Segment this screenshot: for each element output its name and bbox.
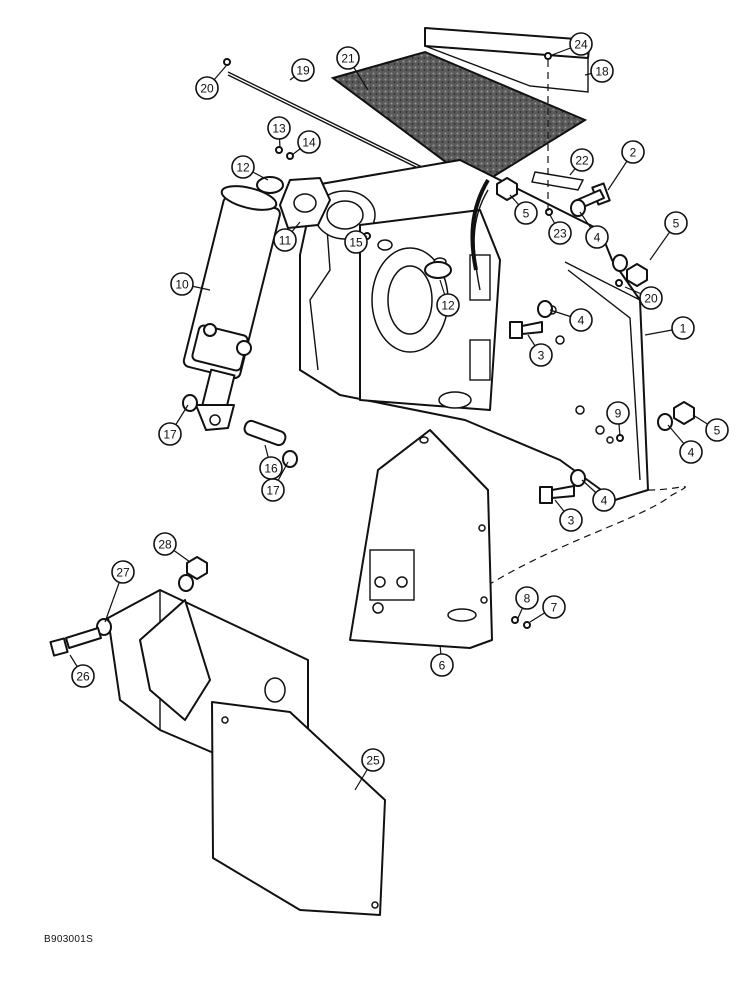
bushing-12 xyxy=(256,176,452,279)
main-frame xyxy=(299,159,649,501)
callout-circle xyxy=(170,272,194,296)
callout-circle xyxy=(430,653,454,677)
callout-number: 19 xyxy=(296,64,310,78)
strip-22 xyxy=(531,171,585,191)
callout-number: 9 xyxy=(615,407,622,421)
pin-16 xyxy=(243,419,287,447)
callout-circle xyxy=(548,221,572,245)
callout-number: 12 xyxy=(236,161,250,175)
callout-circle xyxy=(111,560,135,584)
callout-number: 4 xyxy=(594,231,601,245)
callout-circle xyxy=(559,508,583,532)
guard-plate xyxy=(211,701,386,916)
callout-circle xyxy=(679,440,703,464)
callout-number: 16 xyxy=(264,462,278,476)
callout-circle xyxy=(297,130,321,154)
callout-number: 28 xyxy=(158,538,172,552)
callout-number: 2 xyxy=(630,146,637,160)
callout-circle xyxy=(590,59,614,83)
callout-circle xyxy=(361,748,385,772)
cover-plate xyxy=(349,429,493,649)
alignment-dash xyxy=(479,486,686,591)
callout-circle xyxy=(291,58,315,82)
callout-number: 1 xyxy=(680,322,687,336)
callout-number: 10 xyxy=(175,278,189,292)
callout-circle xyxy=(529,343,553,367)
callout-circle xyxy=(153,532,177,556)
callout-circle xyxy=(267,116,291,140)
callout-number: 6 xyxy=(439,659,446,673)
bolt-3-lower xyxy=(539,485,575,504)
callout-layer: 1233444455567891011121213141516171718192… xyxy=(69,32,729,791)
callout-circle xyxy=(71,664,95,688)
callout-number: 3 xyxy=(568,514,575,528)
callout-circle xyxy=(569,32,593,56)
callout-circle xyxy=(231,155,255,179)
bolt-3-upper xyxy=(509,321,543,339)
callout-number: 5 xyxy=(714,424,721,438)
flange-11 xyxy=(279,177,331,229)
callout-number: 14 xyxy=(302,136,316,150)
callout-circle xyxy=(195,76,219,100)
callout-circle xyxy=(344,230,368,254)
callout-number: 4 xyxy=(578,314,585,328)
callout-number: 5 xyxy=(523,207,530,221)
callout-circle xyxy=(158,422,182,446)
callout-number: 25 xyxy=(366,754,380,768)
callout-number: 20 xyxy=(200,82,214,96)
callout-number: 8 xyxy=(524,592,531,606)
figure-code: B903001S xyxy=(44,934,94,945)
callout-number: 22 xyxy=(575,154,589,168)
callout-circle xyxy=(436,293,460,317)
callout-circle xyxy=(671,316,695,340)
insulation-pad xyxy=(330,50,588,188)
callout-number: 11 xyxy=(279,234,292,248)
callout-number: 21 xyxy=(341,52,355,66)
callout-number: 20 xyxy=(644,292,658,306)
callout-number: 12 xyxy=(441,299,455,313)
callout-circle xyxy=(261,478,285,502)
callout-number: 5 xyxy=(673,217,680,231)
callout-number: 23 xyxy=(553,227,567,241)
callout-circle xyxy=(515,586,539,610)
bolt-26 xyxy=(49,627,102,657)
callout-number: 3 xyxy=(538,349,545,363)
callout-number: 17 xyxy=(266,484,280,498)
nuts-and-washers xyxy=(96,177,695,636)
callout-number: 24 xyxy=(574,38,588,52)
callout-circle xyxy=(621,140,645,164)
callout-circle xyxy=(606,401,630,425)
callout-circle xyxy=(585,225,609,249)
callout-circle xyxy=(705,418,729,442)
callout-circle xyxy=(336,46,360,70)
callout-circle xyxy=(592,488,616,512)
callout-number: 7 xyxy=(551,601,558,615)
top-plate xyxy=(424,27,591,93)
callout-number: 26 xyxy=(76,670,90,684)
callout-circle xyxy=(639,286,663,310)
hydraulic-cylinder xyxy=(182,185,281,431)
callout-number: 15 xyxy=(349,236,363,250)
callout-circle xyxy=(570,148,594,172)
callout-circle xyxy=(542,595,566,619)
callout-circle xyxy=(273,228,297,252)
callout-number: 18 xyxy=(595,65,609,79)
callout-number: 17 xyxy=(163,428,177,442)
callout-number: 4 xyxy=(601,494,608,508)
callout-circle xyxy=(569,308,593,332)
callout-circle xyxy=(514,201,538,225)
callout-number: 13 xyxy=(272,122,286,136)
callout-number: 4 xyxy=(688,446,695,460)
callout-number: 27 xyxy=(116,566,130,580)
callout-circle xyxy=(664,211,688,235)
